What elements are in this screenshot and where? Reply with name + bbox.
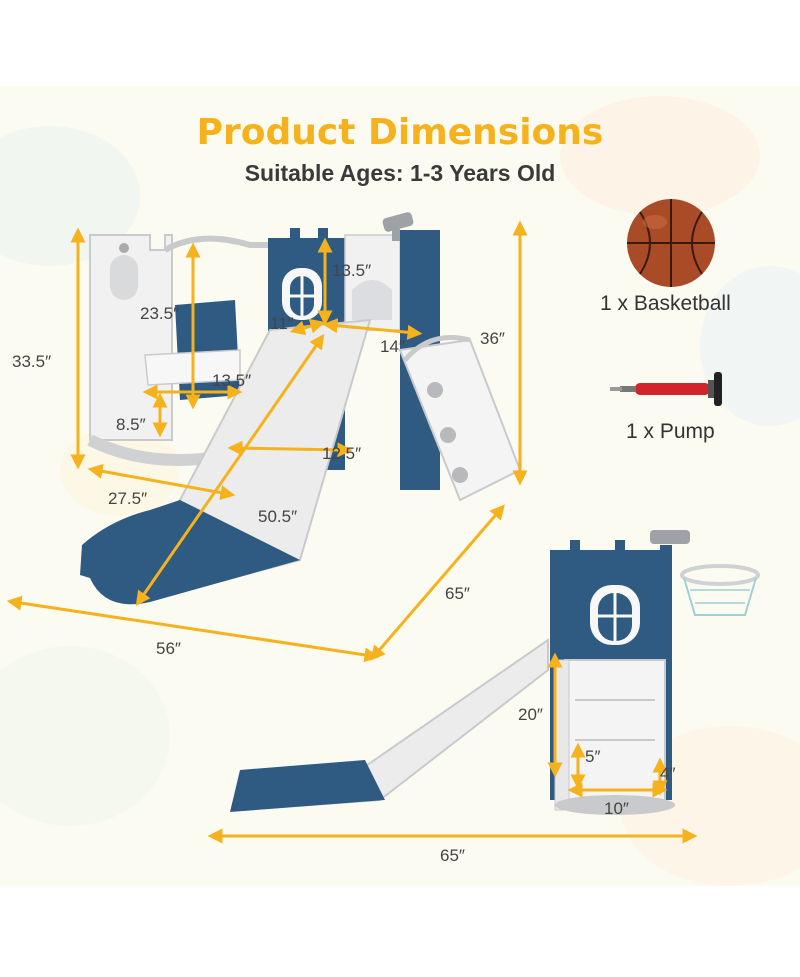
dim-step-depth: 4″: [660, 764, 676, 783]
dim-slide-length: 50.5″: [258, 507, 298, 526]
dim-slide-width: 12.5″: [322, 444, 362, 463]
dim-top-height: 13.5″: [332, 261, 372, 280]
dim-depth-11: 11″: [270, 314, 294, 333]
dim-swing-seat: 8.5″: [116, 415, 146, 434]
basketball-hoop: [680, 564, 760, 586]
dim-overall-depth: 65″: [445, 584, 470, 603]
pump-label: 1 x Pump: [626, 420, 715, 443]
dim-overall-length: 65″: [440, 846, 465, 865]
dim-stair-width: 10″: [604, 799, 629, 818]
dim-platform-14: 14″: [380, 337, 405, 356]
hoop-net: [683, 577, 757, 616]
dim-stair-height: 20″: [518, 705, 543, 724]
side-view-playset: [230, 530, 760, 815]
side-stairs: [564, 659, 666, 801]
dim-swing-width: 13.5″: [212, 371, 252, 390]
stair-post: [554, 659, 570, 811]
basketball-icon: [627, 199, 715, 287]
left-tower-window: [110, 255, 138, 300]
page-subtitle: Suitable Ages: 1-3 Years Old: [244, 160, 556, 186]
page-title: Product Dimensions: [196, 112, 604, 153]
basketball-label: 1 x Basketball: [600, 292, 731, 315]
side-telescope: [650, 530, 690, 544]
decor-blob: [0, 646, 170, 826]
decor-blob: [560, 96, 760, 216]
telescope: [382, 212, 414, 232]
dim-overall-height: 36″: [480, 329, 505, 348]
dimension-lines: [6, 220, 698, 844]
stair-rail: [403, 335, 471, 362]
tower-bolt: [119, 243, 129, 253]
dim-base-width: 27.5″: [108, 489, 148, 508]
dim-overall-width: 56″: [156, 639, 181, 658]
pump-icon: [610, 372, 722, 406]
dim-tower-height: 33.5″: [12, 352, 52, 371]
back-window: [352, 280, 392, 320]
side-slide-base: [230, 760, 385, 812]
swing-bar: [163, 235, 268, 253]
main-playset: [80, 212, 522, 605]
dim-step-height: 5″: [585, 747, 601, 766]
dim-swing-height: 23.5″: [140, 304, 180, 323]
